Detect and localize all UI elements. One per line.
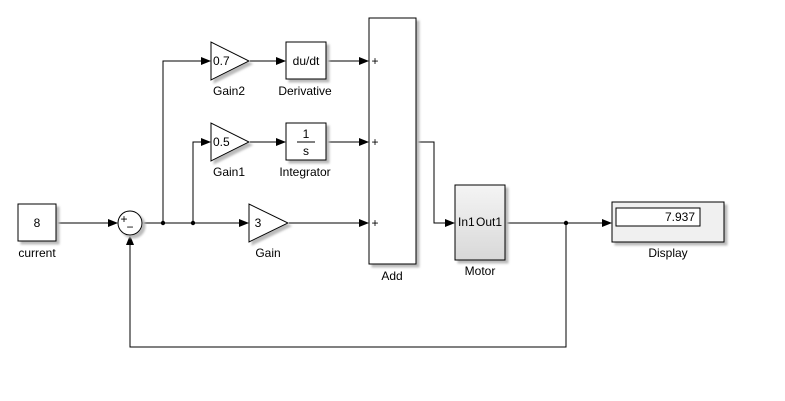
derivative-label: Derivative — [278, 84, 332, 98]
gain2-label: Gain2 — [213, 84, 245, 98]
sum-block[interactable]: + − — [117, 210, 143, 236]
gain2-value: 0.7 — [213, 54, 230, 68]
branch-points — [160, 220, 569, 226]
line-add-to-motor[interactable] — [417, 141, 455, 227]
sum-minus-sign: − — [126, 220, 133, 234]
gain-block[interactable]: 3 Gain — [248, 203, 290, 260]
derivative-text: du/dt — [293, 54, 320, 68]
display-label: Display — [648, 246, 687, 260]
gain1-label: Gain1 — [213, 165, 245, 179]
display-block[interactable]: 7.937 Display — [611, 201, 725, 260]
line-feedback[interactable] — [126, 223, 567, 348]
integrator-label: Integrator — [279, 165, 330, 179]
gain-label: Gain — [255, 246, 280, 260]
motor-label: Motor — [465, 264, 496, 278]
integrator-numerator: 1 — [303, 127, 310, 141]
derivative-block[interactable]: du/dt Derivative — [278, 41, 332, 98]
integrator-denominator: s — [303, 144, 309, 158]
current-value: 8 — [34, 216, 41, 230]
motor-out-port: Out1 — [476, 215, 502, 229]
branch-point-feedback — [563, 220, 569, 226]
line-to-gain2[interactable] — [162, 57, 211, 223]
current-label: current — [18, 246, 56, 260]
motor-in-port: In1 — [458, 215, 475, 229]
add-label: Add — [381, 269, 402, 283]
gain1-block[interactable]: 0.5 Gain1 — [210, 122, 251, 179]
gain2-block[interactable]: 0.7 Gain2 — [210, 41, 251, 98]
display-value-field — [615, 207, 701, 227]
motor-block[interactable]: In1 Out1 Motor — [454, 184, 506, 278]
add-port3-sign: + — [371, 216, 378, 230]
current-block[interactable]: 8 current — [17, 203, 57, 260]
integrator-block[interactable]: 1 s Integrator — [279, 122, 331, 179]
branch-point-gain1 — [190, 220, 196, 226]
branch-point-sum-output — [160, 220, 166, 226]
gain-value: 3 — [255, 216, 262, 230]
display-value: 7.937 — [665, 210, 695, 224]
line-to-gain1[interactable] — [192, 138, 211, 223]
add-port2-sign: + — [371, 135, 378, 149]
sum-plus-sign: + — [120, 212, 127, 226]
gain1-value: 0.5 — [213, 135, 230, 149]
add-block[interactable]: + + + Add — [368, 17, 417, 283]
signal-lines — [57, 57, 612, 348]
add-port1-sign: + — [371, 54, 378, 68]
